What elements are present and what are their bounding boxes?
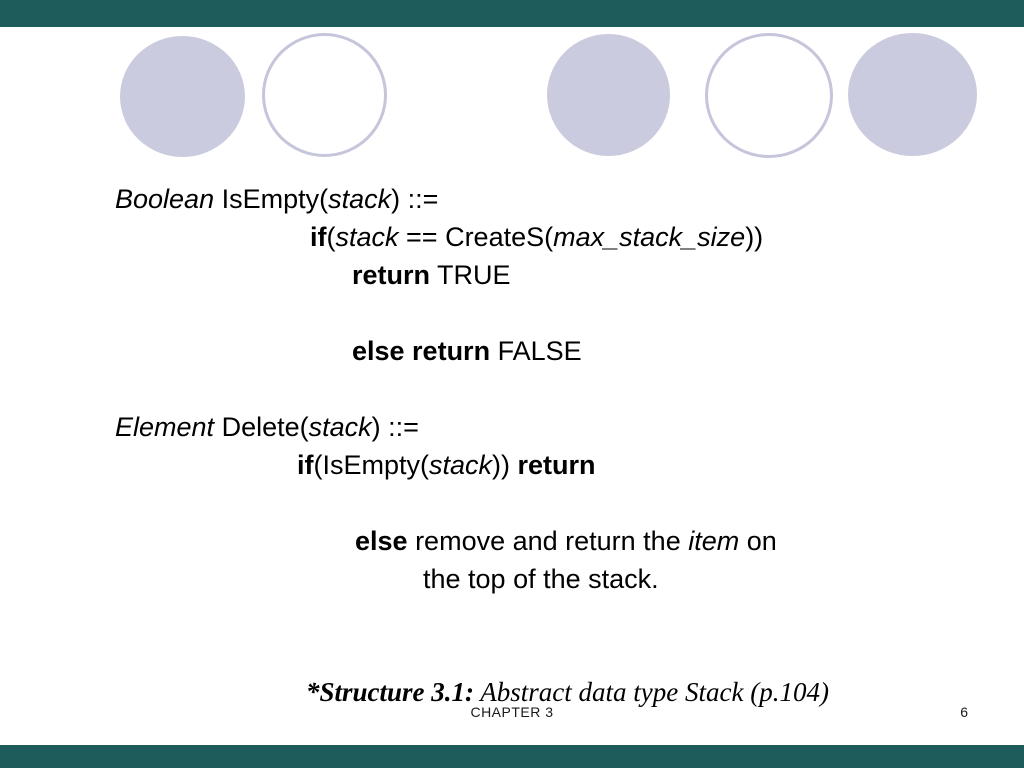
caption-label: *Structure 3.1: <box>306 677 475 707</box>
code-segment: return <box>517 450 596 480</box>
code-segment: the top of the stack. <box>423 564 659 594</box>
outlined-circle <box>705 33 833 158</box>
code-segment: stack <box>335 222 399 252</box>
caption-text: Abstract data type Stack (p.104) <box>474 677 829 707</box>
filled-circle <box>120 36 245 157</box>
code-line: Boolean IsEmpty(stack) ::= <box>115 183 438 217</box>
code-segment: stack <box>328 184 392 214</box>
code-segment: (IsEmpty( <box>313 450 430 480</box>
footer-chapter-title: CHAPTER 3 <box>470 704 554 720</box>
code-segment: item <box>688 526 740 556</box>
filled-circle <box>547 34 670 156</box>
code-segment: stack <box>308 412 372 442</box>
code-segment: == CreateS( <box>398 222 554 252</box>
code-segment: if <box>310 222 327 252</box>
filled-circle <box>848 33 977 156</box>
code-segment: Element <box>115 412 215 442</box>
bottom-letterbox-bar <box>0 745 1024 768</box>
code-segment: Boolean <box>115 184 215 214</box>
code-segment: else return <box>352 336 491 366</box>
code-segment: FALSE <box>490 336 582 366</box>
code-segment: remove and return the <box>407 526 689 556</box>
structure-caption: *Structure 3.1: Abstract data type Stack… <box>279 646 829 739</box>
code-line: return TRUE <box>352 259 511 293</box>
code-segment: else <box>355 526 408 556</box>
code-segment: if <box>297 450 314 480</box>
footer-page-number: 6 <box>960 704 968 720</box>
code-segment: ) ::= <box>371 412 419 442</box>
code-segment: ) ::= <box>391 184 439 214</box>
code-segment: IsEmpty( <box>214 184 329 214</box>
code-segment: )) <box>745 222 764 252</box>
code-line: the top of the stack. <box>423 563 659 597</box>
code-segment: max_stack_size <box>553 222 746 252</box>
outlined-circle <box>262 33 387 157</box>
code-line: if(stack == CreateS(max_stack_size)) <box>310 221 763 255</box>
code-line: if(IsEmpty(stack)) return <box>297 449 596 483</box>
code-segment: return <box>352 260 431 290</box>
code-segment: TRUE <box>430 260 511 290</box>
code-line: else remove and return the item on <box>355 525 777 559</box>
code-line: Element Delete(stack) ::= <box>115 411 419 445</box>
code-segment: )) <box>492 450 518 480</box>
code-segment: Delete( <box>214 412 309 442</box>
code-segment: on <box>739 526 777 556</box>
top-letterbox-bar <box>0 0 1024 27</box>
code-segment: stack <box>429 450 493 480</box>
code-segment: ( <box>326 222 336 252</box>
code-line: else return FALSE <box>352 335 582 369</box>
